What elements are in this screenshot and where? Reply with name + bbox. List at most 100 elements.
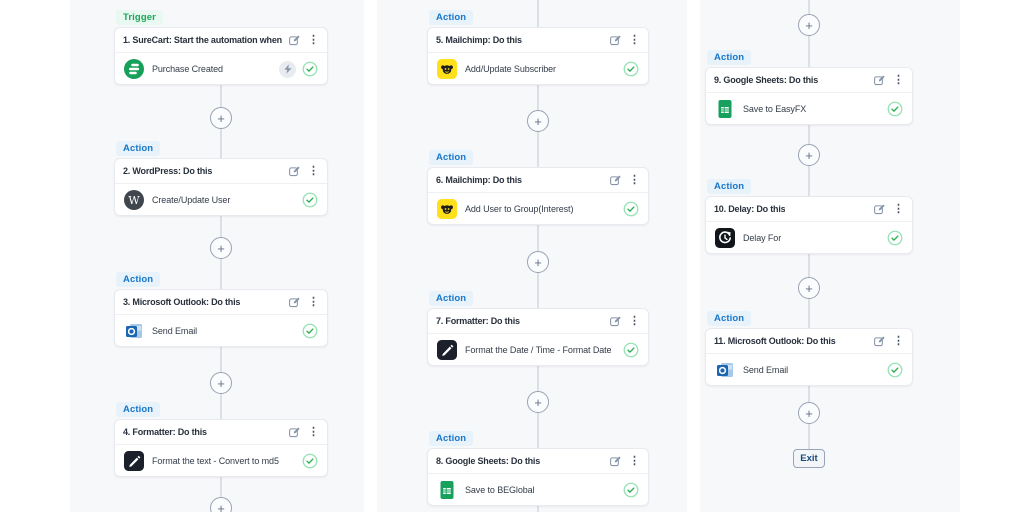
action-badge: Action (116, 141, 160, 156)
step-title: 8. Google Sheets: Do this (436, 456, 540, 466)
step-card-11: 11. Microsoft Outlook: Do this ⋮ Send Em… (705, 328, 913, 386)
step-title: 7. Formatter: Do this (436, 316, 520, 326)
add-step-button[interactable] (527, 251, 549, 273)
action-badge: Action (429, 10, 473, 25)
step-task-row[interactable]: Format the text - Convert to md5 (115, 445, 327, 477)
step-task-label: Add/Update Subscriber (465, 64, 615, 74)
connector-line (537, 0, 539, 27)
edit-icon[interactable] (609, 455, 622, 468)
status-check-icon (887, 230, 903, 246)
step-task-row[interactable]: Send Email (115, 315, 327, 347)
edit-icon[interactable] (288, 426, 301, 439)
step-card-header: 4. Formatter: Do this ⋮ (115, 420, 327, 445)
step-task-label: Send Email (152, 326, 294, 336)
edit-icon[interactable] (609, 174, 622, 187)
kebab-menu-icon[interactable]: ⋮ (629, 175, 640, 186)
step-task-label: Create/Update User (152, 195, 294, 205)
mailchimp-icon (437, 199, 457, 219)
step-card-header: 6. Mailchimp: Do this ⋮ (428, 168, 648, 193)
action-badge: Action (116, 402, 160, 417)
step-card-header: 8. Google Sheets: Do this ⋮ (428, 449, 648, 474)
edit-icon[interactable] (288, 34, 301, 47)
kebab-menu-icon[interactable]: ⋮ (629, 35, 640, 46)
step-task-row[interactable]: Add/Update Subscriber (428, 53, 648, 85)
outlook-icon (124, 321, 144, 341)
action-badge: Action (707, 50, 751, 65)
step-card-header: 2. WordPress: Do this ⋮ (115, 159, 327, 184)
trigger-badge: Trigger (116, 10, 163, 25)
status-check-icon (623, 201, 639, 217)
kebab-menu-icon[interactable]: ⋮ (629, 316, 640, 327)
connector-line (537, 506, 539, 512)
step-title: 5. Mailchimp: Do this (436, 35, 522, 45)
add-step-button[interactable] (798, 14, 820, 36)
step-title: 11. Microsoft Outlook: Do this (714, 336, 836, 346)
step-card-10: 10. Delay: Do this ⋮ Delay For (705, 196, 913, 254)
formatter-icon (124, 451, 144, 471)
action-badge: Action (429, 431, 473, 446)
kebab-menu-icon[interactable]: ⋮ (308, 297, 319, 308)
add-step-button[interactable] (210, 107, 232, 129)
step-task-label: Add User to Group(Interest) (465, 204, 615, 214)
kebab-menu-icon[interactable]: ⋮ (893, 336, 904, 347)
step-task-row[interactable]: Purchase Created (115, 53, 327, 85)
add-step-button[interactable] (210, 237, 232, 259)
status-check-icon (623, 61, 639, 77)
step-task-row[interactable]: Send Email (706, 354, 912, 386)
status-check-icon (302, 453, 318, 469)
kebab-menu-icon[interactable]: ⋮ (308, 35, 319, 46)
kebab-menu-icon[interactable]: ⋮ (893, 204, 904, 215)
test-trigger-bolt-icon[interactable] (279, 61, 296, 78)
add-step-button[interactable] (798, 402, 820, 424)
step-card-6: 6. Mailchimp: Do this ⋮ Add User to Grou… (427, 167, 649, 225)
step-title: 6. Mailchimp: Do this (436, 175, 522, 185)
step-task-row[interactable]: Format the Date / Time - Format Date (428, 334, 648, 366)
add-step-button[interactable] (798, 144, 820, 166)
add-step-button[interactable] (527, 110, 549, 132)
step-title: 9. Google Sheets: Do this (714, 75, 818, 85)
kebab-menu-icon[interactable]: ⋮ (629, 456, 640, 467)
wordpress-icon: W (124, 190, 144, 210)
edit-icon[interactable] (288, 296, 301, 309)
step-task-row[interactable]: Add User to Group(Interest) (428, 193, 648, 225)
step-task-label: Purchase Created (152, 64, 271, 74)
workflow-column-3: Action 9. Google Sheets: Do this ⋮ Save … (700, 0, 960, 512)
edit-icon[interactable] (609, 315, 622, 328)
step-task-row[interactable]: Delay For (706, 222, 912, 254)
action-badge: Action (707, 311, 751, 326)
step-task-label: Save to BEGlobal (465, 485, 615, 495)
edit-icon[interactable] (288, 165, 301, 178)
add-step-button[interactable] (527, 391, 549, 413)
kebab-menu-icon[interactable]: ⋮ (308, 427, 319, 438)
step-task-row[interactable]: Save to BEGlobal (428, 474, 648, 506)
kebab-menu-icon[interactable]: ⋮ (893, 75, 904, 86)
kebab-menu-icon[interactable]: ⋮ (308, 166, 319, 177)
action-badge: Action (429, 291, 473, 306)
workflow-column-1: Trigger 1. SureCart: Start the automatio… (70, 0, 364, 512)
step-task-row[interactable]: Save to EasyFX (706, 93, 912, 125)
step-card-4: 4. Formatter: Do this ⋮ Format the text … (114, 419, 328, 477)
step-title: 10. Delay: Do this (714, 204, 785, 214)
step-card-3: 3. Microsoft Outlook: Do this ⋮ Send Ema… (114, 289, 328, 347)
add-step-button[interactable] (210, 497, 232, 512)
status-check-icon (887, 101, 903, 117)
add-step-button[interactable] (210, 372, 232, 394)
step-card-header: 10. Delay: Do this ⋮ (706, 197, 912, 222)
step-card-header: 11. Microsoft Outlook: Do this ⋮ (706, 329, 912, 354)
step-card-2: 2. WordPress: Do this ⋮ W Create/Update … (114, 158, 328, 216)
status-check-icon (623, 342, 639, 358)
step-title: 3. Microsoft Outlook: Do this (123, 297, 240, 307)
status-check-icon (623, 482, 639, 498)
edit-icon[interactable] (873, 335, 886, 348)
add-step-button[interactable] (798, 277, 820, 299)
edit-icon[interactable] (873, 74, 886, 87)
action-badge: Action (707, 179, 751, 194)
step-card-header: 9. Google Sheets: Do this ⋮ (706, 68, 912, 93)
svg-text:W: W (128, 194, 140, 207)
action-badge: Action (116, 272, 160, 287)
edit-icon[interactable] (873, 203, 886, 216)
step-task-row[interactable]: W Create/Update User (115, 184, 327, 216)
exit-button[interactable]: Exit (793, 449, 825, 468)
google-sheets-icon (437, 480, 457, 500)
edit-icon[interactable] (609, 34, 622, 47)
